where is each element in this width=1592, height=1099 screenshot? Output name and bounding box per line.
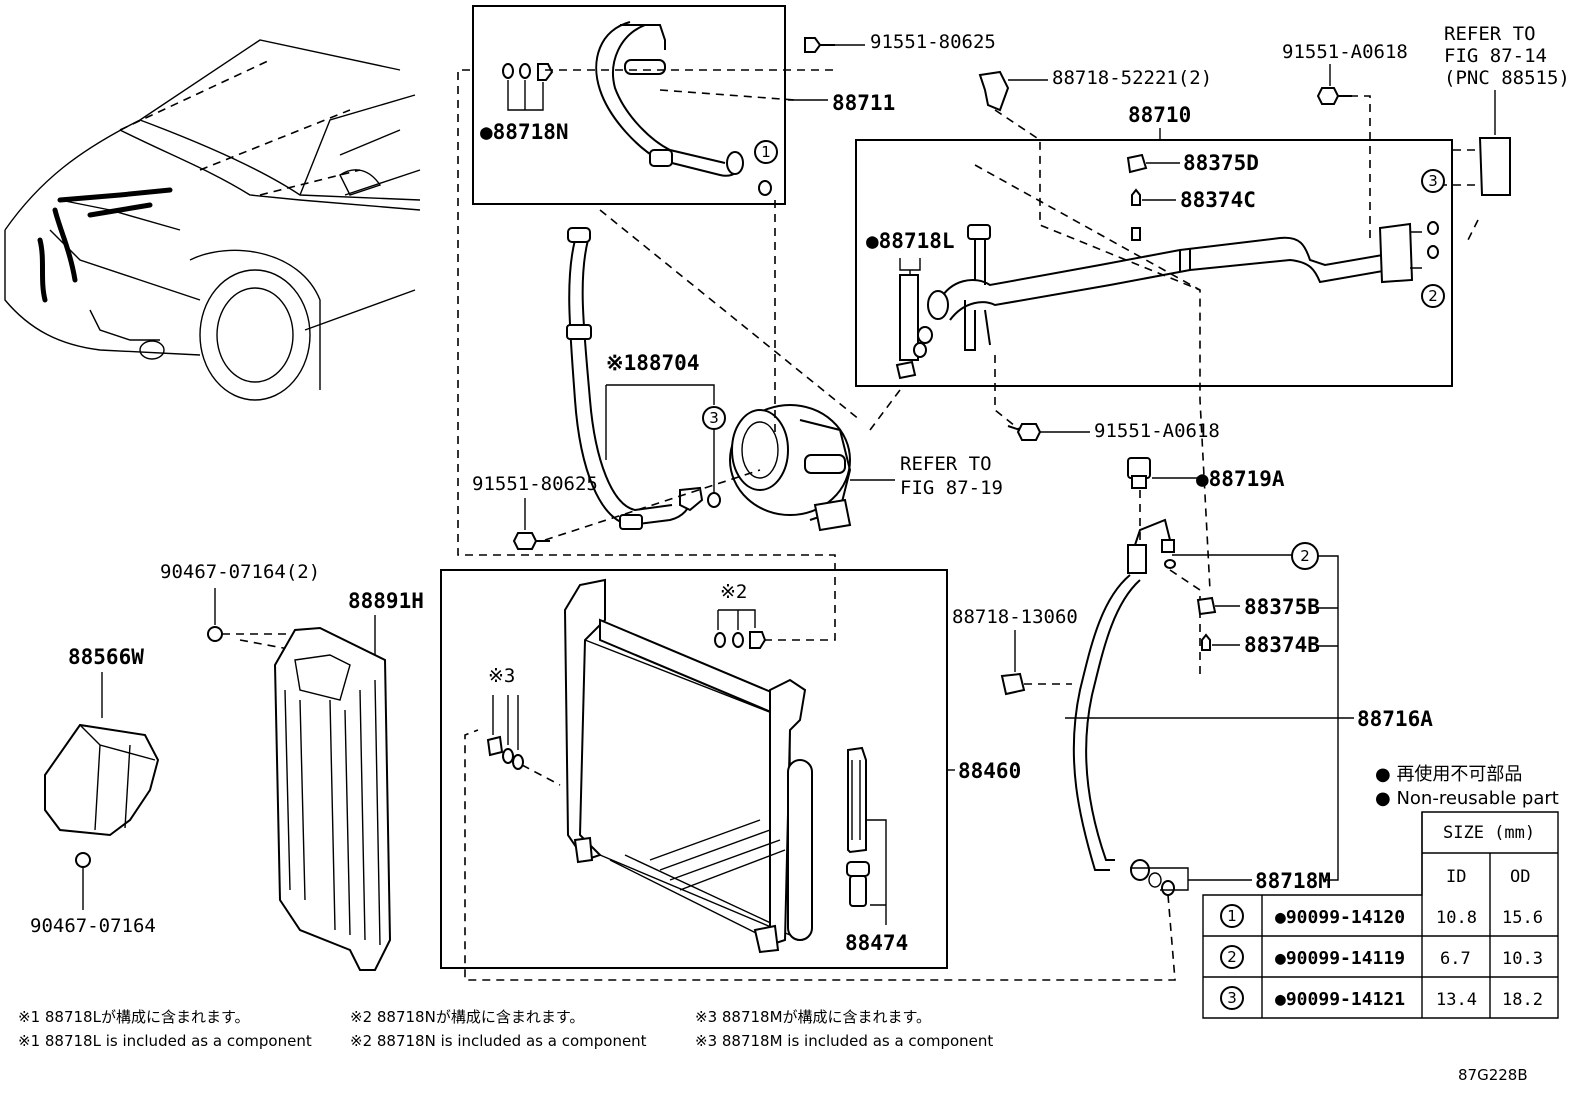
size-table-col-od: OD [1510,867,1530,887]
svg-text:2: 2 [1428,287,1438,305]
refer-to-mid-line2: FIG 87-19 [900,477,1003,499]
table-row-3-part: ●90099-14121 [1275,989,1405,1010]
label-88704: ※188704 [606,351,699,375]
size-table-header: SIZE (mm) [1443,823,1535,843]
legend-en: ● Non-reusable part [1375,788,1559,809]
core-88374C [1131,188,1141,206]
table-row-2-circle [1220,945,1244,969]
vehicle-illustration [4,39,421,401]
label-88474: 88474 [845,931,908,955]
label-88718N: ●88718N [480,120,569,144]
table-row-2-id: 6.7 [1440,949,1471,969]
clip-90467-07164-bottom [75,852,91,868]
hose-88704-drawing [566,227,721,530]
label-88566W: 88566W [68,645,144,669]
svg-text:1: 1 [1227,907,1237,925]
bolt-91551-80625-top [804,37,865,53]
table-row-1-od: 15.6 [1502,908,1543,928]
label-88718M: 88718M [1255,869,1331,893]
bolt-91551-80625-mid [512,532,538,550]
mark-3: ※3 [488,665,515,687]
label-88891H: 88891H [348,589,424,613]
table-row-3-id: 13.4 [1436,990,1477,1010]
clamp-88718-13060 [1000,672,1026,696]
label-91551-A0618-top: 91551-A0618 [1282,41,1408,63]
circle-callout-1 [754,140,778,164]
condenser-88460-drawing [563,578,813,954]
box-88710 [855,139,1453,387]
cap-88375B [1196,596,1217,616]
svg-text:3: 3 [1227,989,1237,1007]
hose-88711-drawing [502,21,772,196]
refer-to-mid-line1: REFER TO [900,453,992,475]
legend-jp: ● 再使用不可部品 [1375,764,1522,785]
label-88374C: 88374C [1180,188,1256,212]
size-table-col-id: ID [1446,867,1466,887]
size-table: SIZE (mm) ID OD 1 ●90099-14120 10.8 15.6… [1202,811,1559,1019]
label-88718-52221: 88718-52221(2) [1052,67,1212,89]
label-88719A: ●88719A [1196,467,1285,491]
core-88374B [1201,633,1211,651]
seal-88566W-drawing [44,723,160,837]
label-90467-07164: 90467-07164 [30,915,156,937]
label-90467-07164-2: 90467-07164(2) [160,561,320,583]
label-88711: 88711 [832,91,895,115]
svg-text:2: 2 [1227,948,1237,966]
mark-2: ※2 [720,581,747,603]
table-row-1-circle [1220,904,1244,928]
table-row-2-od: 10.3 [1502,949,1543,969]
footnote-1-jp: ※1 88718Lが構成に含まれます。 [18,1008,249,1026]
footnote-2-jp: ※2 88718Nが構成に含まれます。 [350,1008,584,1026]
table-row-3-od: 18.2 [1502,990,1543,1010]
clip-90467-07164-top [207,626,223,642]
footnote-3-en: ※3 88718M is included as a component [695,1032,993,1050]
table-row-1-id: 10.8 [1436,908,1477,928]
pressure-switch-88719A [1127,457,1151,489]
table-row-1-part: ●90099-14120 [1275,907,1405,928]
bolt-91551-A0618-mid [1016,423,1042,441]
figure-code: 87G228B [1458,1066,1528,1084]
label-88710: 88710 [1128,103,1191,127]
label-88460: 88460 [958,759,1021,783]
seal-88891H-drawing [273,626,392,971]
compressor-drawing [729,404,852,532]
box-88711 [472,5,786,205]
footnote-3-jp: ※3 88718Mが構成に含まれます。 [695,1008,931,1026]
footnote-2-en: ※2 88718N is included as a component [350,1032,647,1050]
tube-88716A-drawing [1072,518,1175,896]
cap-88375D [1126,153,1148,174]
label-91551-A0618-mid: 91551-A0618 [1094,420,1220,442]
filter-88718L [899,274,919,361]
label-88375B: 88375B [1244,595,1320,619]
bolt-91551-A0618-top [1316,87,1340,105]
tube-88710-drawing [927,221,1439,351]
label-91551-80625-mid: 91551-80625 [472,473,598,495]
box-88460 [440,569,948,969]
label-88374B: 88374B [1244,633,1320,657]
footnote-1-en: ※1 88718L is included as a component [18,1032,312,1050]
expansion-valve-refer [1478,137,1511,196]
circle-callout-1-text: 1 [761,143,771,161]
label-88375D: 88375D [1183,151,1259,175]
svg-text:3: 3 [709,409,719,427]
svg-text:2: 2 [1300,547,1310,565]
label-88716A: 88716A [1357,707,1433,731]
clamp-88718-52221 [978,70,1010,112]
label-88718-13060: 88718-13060 [952,606,1078,628]
refer-to-top-line2: FIG 87-14 [1444,45,1547,67]
circle-callout-2-top [1421,284,1445,308]
label-91551-80625-top: 91551-80625 [870,31,996,53]
table-row-2-part: ●90099-14119 [1275,948,1405,969]
table-row-3-circle [1220,986,1244,1010]
svg-text:3: 3 [1428,172,1438,190]
refer-to-top-line1: REFER TO [1444,23,1536,45]
label-88718L: ●88718L [866,229,955,253]
refer-to-top-line3: (PNC 88515) [1444,67,1570,89]
dryer-88474-drawing [846,746,870,907]
circle-callout-3-top [1421,169,1445,193]
